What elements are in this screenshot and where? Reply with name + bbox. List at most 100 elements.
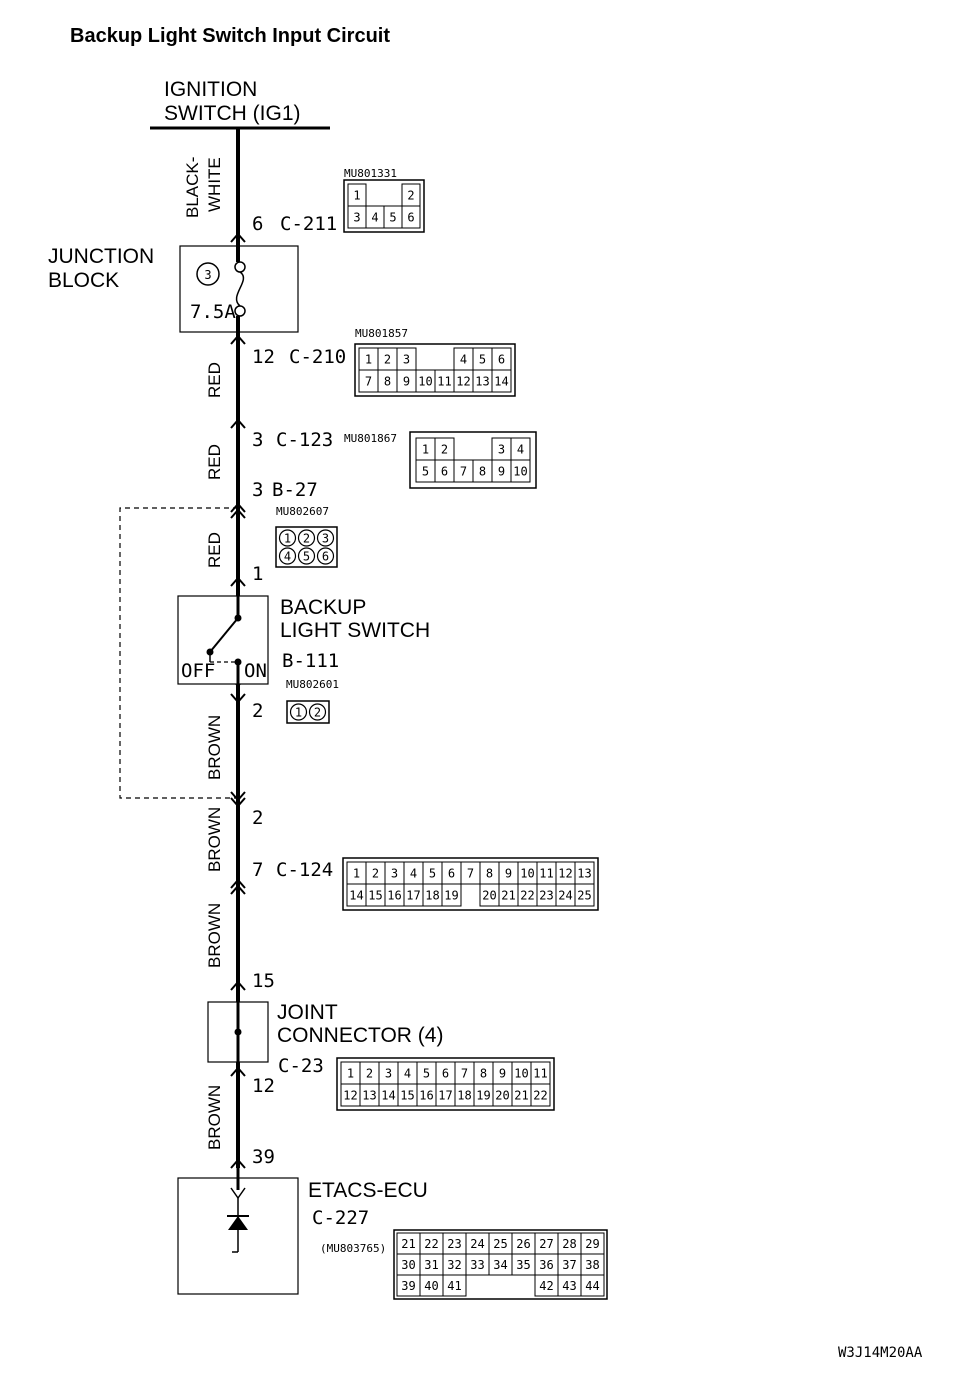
arrow-c123 (230, 418, 246, 429)
connector-pin-number: 39 (401, 1279, 415, 1293)
connector-pin-number: 9 (499, 1067, 506, 1081)
connector-pin-number: 33 (470, 1258, 484, 1272)
connector-pin-cell (530, 1083, 551, 1107)
connector-pin-cell (289, 703, 308, 721)
connector-pin-number: 44 (585, 1279, 599, 1293)
wire-color-red-2: RED (205, 444, 224, 480)
connector-pin-number: 21 (401, 1237, 415, 1251)
connector-pin-cell (441, 883, 462, 907)
connector-pin-number: 7 (467, 867, 474, 881)
arrow-jc-in (230, 980, 246, 991)
connector-pin-number: 3 (322, 532, 329, 546)
wire-color-brown-1: BROWN (205, 715, 224, 780)
connector-pin-number: 9 (498, 465, 505, 479)
name-c123: C-123 (276, 429, 333, 451)
connector-pin-number: 3 (403, 353, 410, 367)
backup-switch-box (177, 595, 269, 685)
pin-ecu: 39 (252, 1146, 275, 1168)
code-b27: MU802607 (276, 505, 329, 518)
junction-label-line2: BLOCK (48, 269, 119, 292)
connector-pin-number: 8 (384, 375, 391, 389)
connector-pin-number: 1 (353, 867, 360, 881)
connector-pin-cell (401, 205, 421, 229)
connector-pin-number: 10 (514, 1067, 528, 1081)
code-c227: (MU803765) (320, 1242, 386, 1255)
connector-pin-cell (580, 1274, 605, 1297)
switch-label-line2: LIGHT SWITCH (280, 619, 430, 642)
connector-pin-number: 8 (486, 867, 493, 881)
connector-pin-number: 28 (562, 1237, 576, 1251)
ignition-label-line2: SWITCH (IG1) (164, 102, 301, 125)
connector-pin-number: 24 (470, 1237, 484, 1251)
connector-pin-number: 2 (384, 353, 391, 367)
connector-pin-number: 42 (539, 1279, 553, 1293)
switch-id: B-111 (282, 650, 339, 672)
connector-pin-number: 21 (514, 1089, 528, 1103)
connector-pin-number: 1 (353, 189, 360, 203)
connector-pin-number: 31 (424, 1258, 438, 1272)
code-b111: MU802601 (286, 678, 339, 691)
pin-c124: 7 (252, 859, 263, 881)
connector-pin-number: 2 (314, 706, 321, 720)
connector-pin-number: 7 (460, 465, 467, 479)
wire-color-white: WHITE (205, 157, 224, 212)
connector-pin-number: 2 (441, 443, 448, 457)
connector-pin-number: 5 (422, 465, 429, 479)
connector-pin-cell (297, 529, 316, 547)
connector-pin-number: 6 (441, 465, 448, 479)
code-c210: MU801857 (355, 327, 408, 340)
connector-pin-number: 4 (460, 353, 467, 367)
arrow-b27ret-a (230, 791, 246, 802)
connector-pin-number: 23 (447, 1237, 461, 1251)
pin-b27: 3 (252, 479, 263, 501)
connector-pin-number: 4 (410, 867, 417, 881)
wire-color-red-1: RED (205, 362, 224, 398)
connector-pin-number: 10 (418, 375, 432, 389)
connector-pin-number: 4 (284, 550, 291, 564)
connector-pin-number: 8 (479, 465, 486, 479)
connector-pin-number: 3 (385, 1067, 392, 1081)
dashed-bypass-line (119, 507, 238, 799)
connector-pin-number: 14 (381, 1089, 395, 1103)
connector-pin-number: 5 (479, 353, 486, 367)
connector-pin-number: 11 (539, 867, 553, 881)
pin-joint-in: 15 (252, 970, 275, 992)
connector-pin-number: 1 (365, 353, 372, 367)
connector-pin-number: 17 (406, 889, 420, 903)
connector-pin-number: 22 (533, 1089, 547, 1103)
connector-pin-number: 3 (391, 867, 398, 881)
connector-pin-number: 2 (366, 1067, 373, 1081)
switch-on-label: ON (244, 660, 267, 682)
connector-pin-number: 24 (558, 889, 572, 903)
name-b27: B-27 (272, 479, 318, 501)
pin-joint-out: 12 (252, 1075, 275, 1097)
connector-pin-number: 13 (362, 1089, 376, 1103)
connector-pin-number: 18 (457, 1089, 471, 1103)
connector-pin-cell (278, 529, 297, 547)
joint-label-line2: CONNECTOR (4) (277, 1024, 443, 1047)
connector-pin-number: 26 (516, 1237, 530, 1251)
connector-pin-number: 4 (371, 211, 378, 225)
connector-pin-number: 1 (347, 1067, 354, 1081)
fuse-number: 3 (204, 268, 211, 282)
arrow-sw-in (230, 576, 246, 587)
arrow-ecu (230, 1158, 246, 1169)
connector-pin-number: 10 (513, 465, 527, 479)
connector-pin-number: 20 (495, 1089, 509, 1103)
connector-pin-number: 3 (353, 211, 360, 225)
connector-pin-number: 6 (448, 867, 455, 881)
connector-pin-number: 5 (429, 867, 436, 881)
connector-pin-number: 4 (404, 1067, 411, 1081)
connector-pin-number: 17 (438, 1089, 452, 1103)
connector-pin-number: 5 (423, 1067, 430, 1081)
connector-pin-number: 6 (407, 211, 414, 225)
arrow-b27ret-b (230, 797, 246, 808)
junction-label-line1: JUNCTION (48, 245, 154, 268)
connector-pin-number: 1 (284, 532, 291, 546)
diagram-title: Backup Light Switch Input Circuit (70, 25, 390, 47)
